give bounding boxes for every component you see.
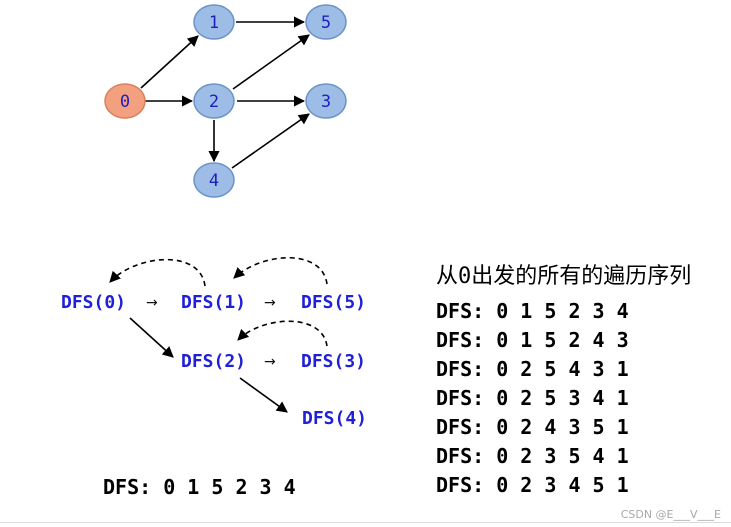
dfs-call-2: DFS(2) [181, 351, 247, 372]
sequence-arrow-icon: → [264, 295, 276, 311]
graph-node-5: 5 [305, 4, 347, 40]
sequence-line: DFS: 0 2 4 3 5 1 [436, 415, 629, 439]
backtrack-arrow-dfs5-dfs1 [233, 256, 328, 285]
sequence-arrow-icon: → [264, 354, 276, 370]
graph-node-1: 1 [193, 4, 235, 40]
edge-0-1 [140, 35, 199, 89]
node-label: 5 [321, 13, 331, 33]
backtrack-arrow-dfs3-dfs2 [237, 320, 328, 347]
graph-node-2: 2 [193, 83, 235, 119]
call-arrow-dfs2-dfs4 [239, 377, 288, 413]
dfs-result: DFS: 0 1 5 2 3 4 [103, 475, 296, 499]
backtrack-arrow-dfs1-dfs0 [109, 258, 206, 287]
sequence-line: DFS: 0 2 3 4 5 1 [436, 473, 629, 497]
graph-node-4: 4 [193, 162, 235, 198]
sequence-line: DFS: 0 2 5 4 3 1 [436, 357, 629, 381]
sequence-line: DFS: 0 2 5 3 4 1 [436, 386, 629, 410]
sequence-line: DFS: 0 1 5 2 4 3 [436, 328, 629, 352]
sequence-line: DFS: 0 2 3 5 4 1 [436, 444, 629, 468]
node-label: 0 [120, 92, 130, 112]
node-label: 1 [209, 13, 219, 33]
dfs-call-0: DFS(0) [61, 292, 127, 313]
sequence-line: DFS: 0 1 5 2 3 4 [436, 299, 629, 323]
dfs-call-4: DFS(4) [302, 408, 368, 429]
node-label: 3 [321, 92, 331, 112]
dfs-call-5: DFS(5) [301, 292, 367, 313]
dfs-call-3: DFS(3) [301, 351, 367, 372]
edge-2-5 [232, 34, 310, 90]
graph-node-0: 0 [104, 83, 146, 119]
node-label: 2 [209, 92, 219, 112]
call-arrow-dfs0-dfs2 [129, 317, 174, 358]
sequences-title: 从0出发的所有的遍历序列 [436, 264, 692, 289]
divider [0, 522, 731, 523]
graph-node-3: 3 [305, 83, 347, 119]
watermark: CSDN @E___V___E [620, 508, 721, 521]
dfs-call-1: DFS(1) [181, 292, 247, 313]
sequence-arrow-icon: → [146, 295, 158, 311]
node-label: 4 [209, 171, 219, 191]
graph-edges [140, 16, 310, 169]
edge-4-3 [231, 113, 310, 169]
